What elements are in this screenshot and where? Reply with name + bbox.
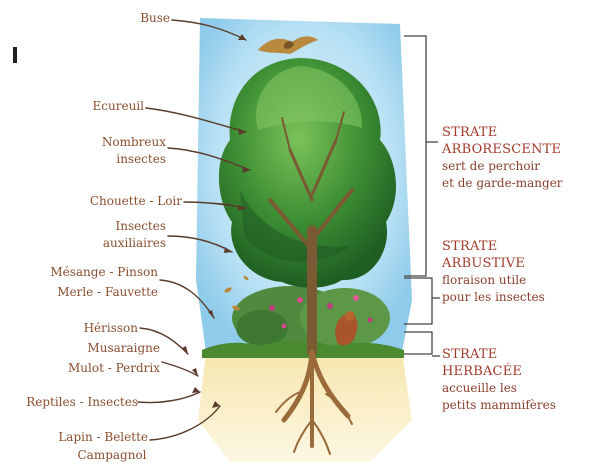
strata-arborescente-title-2: ARBORESCENTE	[442, 141, 563, 158]
label-reptiles-insectes: Reptiles - Insectes	[4, 394, 138, 411]
label-lapin-belette: Lapin - Belette	[10, 429, 148, 446]
label-mulot-perdrix: Mulot - Perdrix	[20, 360, 160, 377]
label-insectes-aux-1: Insectes	[115, 219, 166, 233]
strata-arborescente-title-1: STRATE	[442, 124, 563, 141]
label-nombreux-insectes: Nombreux insectes	[60, 134, 166, 168]
label-insectes-auxiliaires: Insectes auxiliaires	[60, 218, 166, 252]
soil-ground	[198, 352, 412, 462]
label-musaraigne: Musaraigne	[40, 340, 160, 357]
label-ecureuil: Ecureuil	[70, 98, 144, 115]
strata-arborescente-desc-2: et de garde-manger	[442, 175, 563, 192]
strata-arbustive: STRATE ARBUSTIVE floraison utile pour le…	[442, 238, 545, 306]
strata-herbacee-title-2: HERBACÉE	[442, 363, 556, 380]
strata-arborescente: STRATE ARBORESCENTE sert de perchoir et …	[442, 124, 563, 192]
label-insectes: insectes	[116, 152, 166, 166]
label-buse: Buse	[110, 10, 170, 27]
label-herisson: Hérisson	[40, 320, 138, 337]
strata-arbustive-desc-1: floraison utile	[442, 272, 545, 289]
strata-arborescente-desc-1: sert de perchoir	[442, 158, 563, 175]
strata-herbacee-title-1: STRATE	[442, 346, 556, 363]
label-insectes-aux-2: auxiliaires	[103, 236, 166, 250]
strata-herbacee-desc-2: petits mammifères	[442, 397, 556, 414]
corner-mark	[13, 47, 17, 63]
label-campagnol: Campagnol	[50, 447, 174, 464]
label-merle-fauvette: Merle - Fauvette	[10, 284, 158, 301]
strata-herbacee-desc-1: accueille les	[442, 380, 556, 397]
label-nombreux: Nombreux	[102, 135, 166, 149]
strata-arbustive-title-1: STRATE	[442, 238, 545, 255]
label-chouette-loir: Chouette - Loir	[60, 193, 182, 210]
strata-arbustive-title-2: ARBUSTIVE	[442, 255, 545, 272]
label-mesange-pinson: Mésange - Pinson	[10, 264, 158, 281]
strata-arbustive-desc-2: pour les insectes	[442, 289, 545, 306]
strata-herbacee: STRATE HERBACÉE accueille les petits mam…	[442, 346, 556, 414]
